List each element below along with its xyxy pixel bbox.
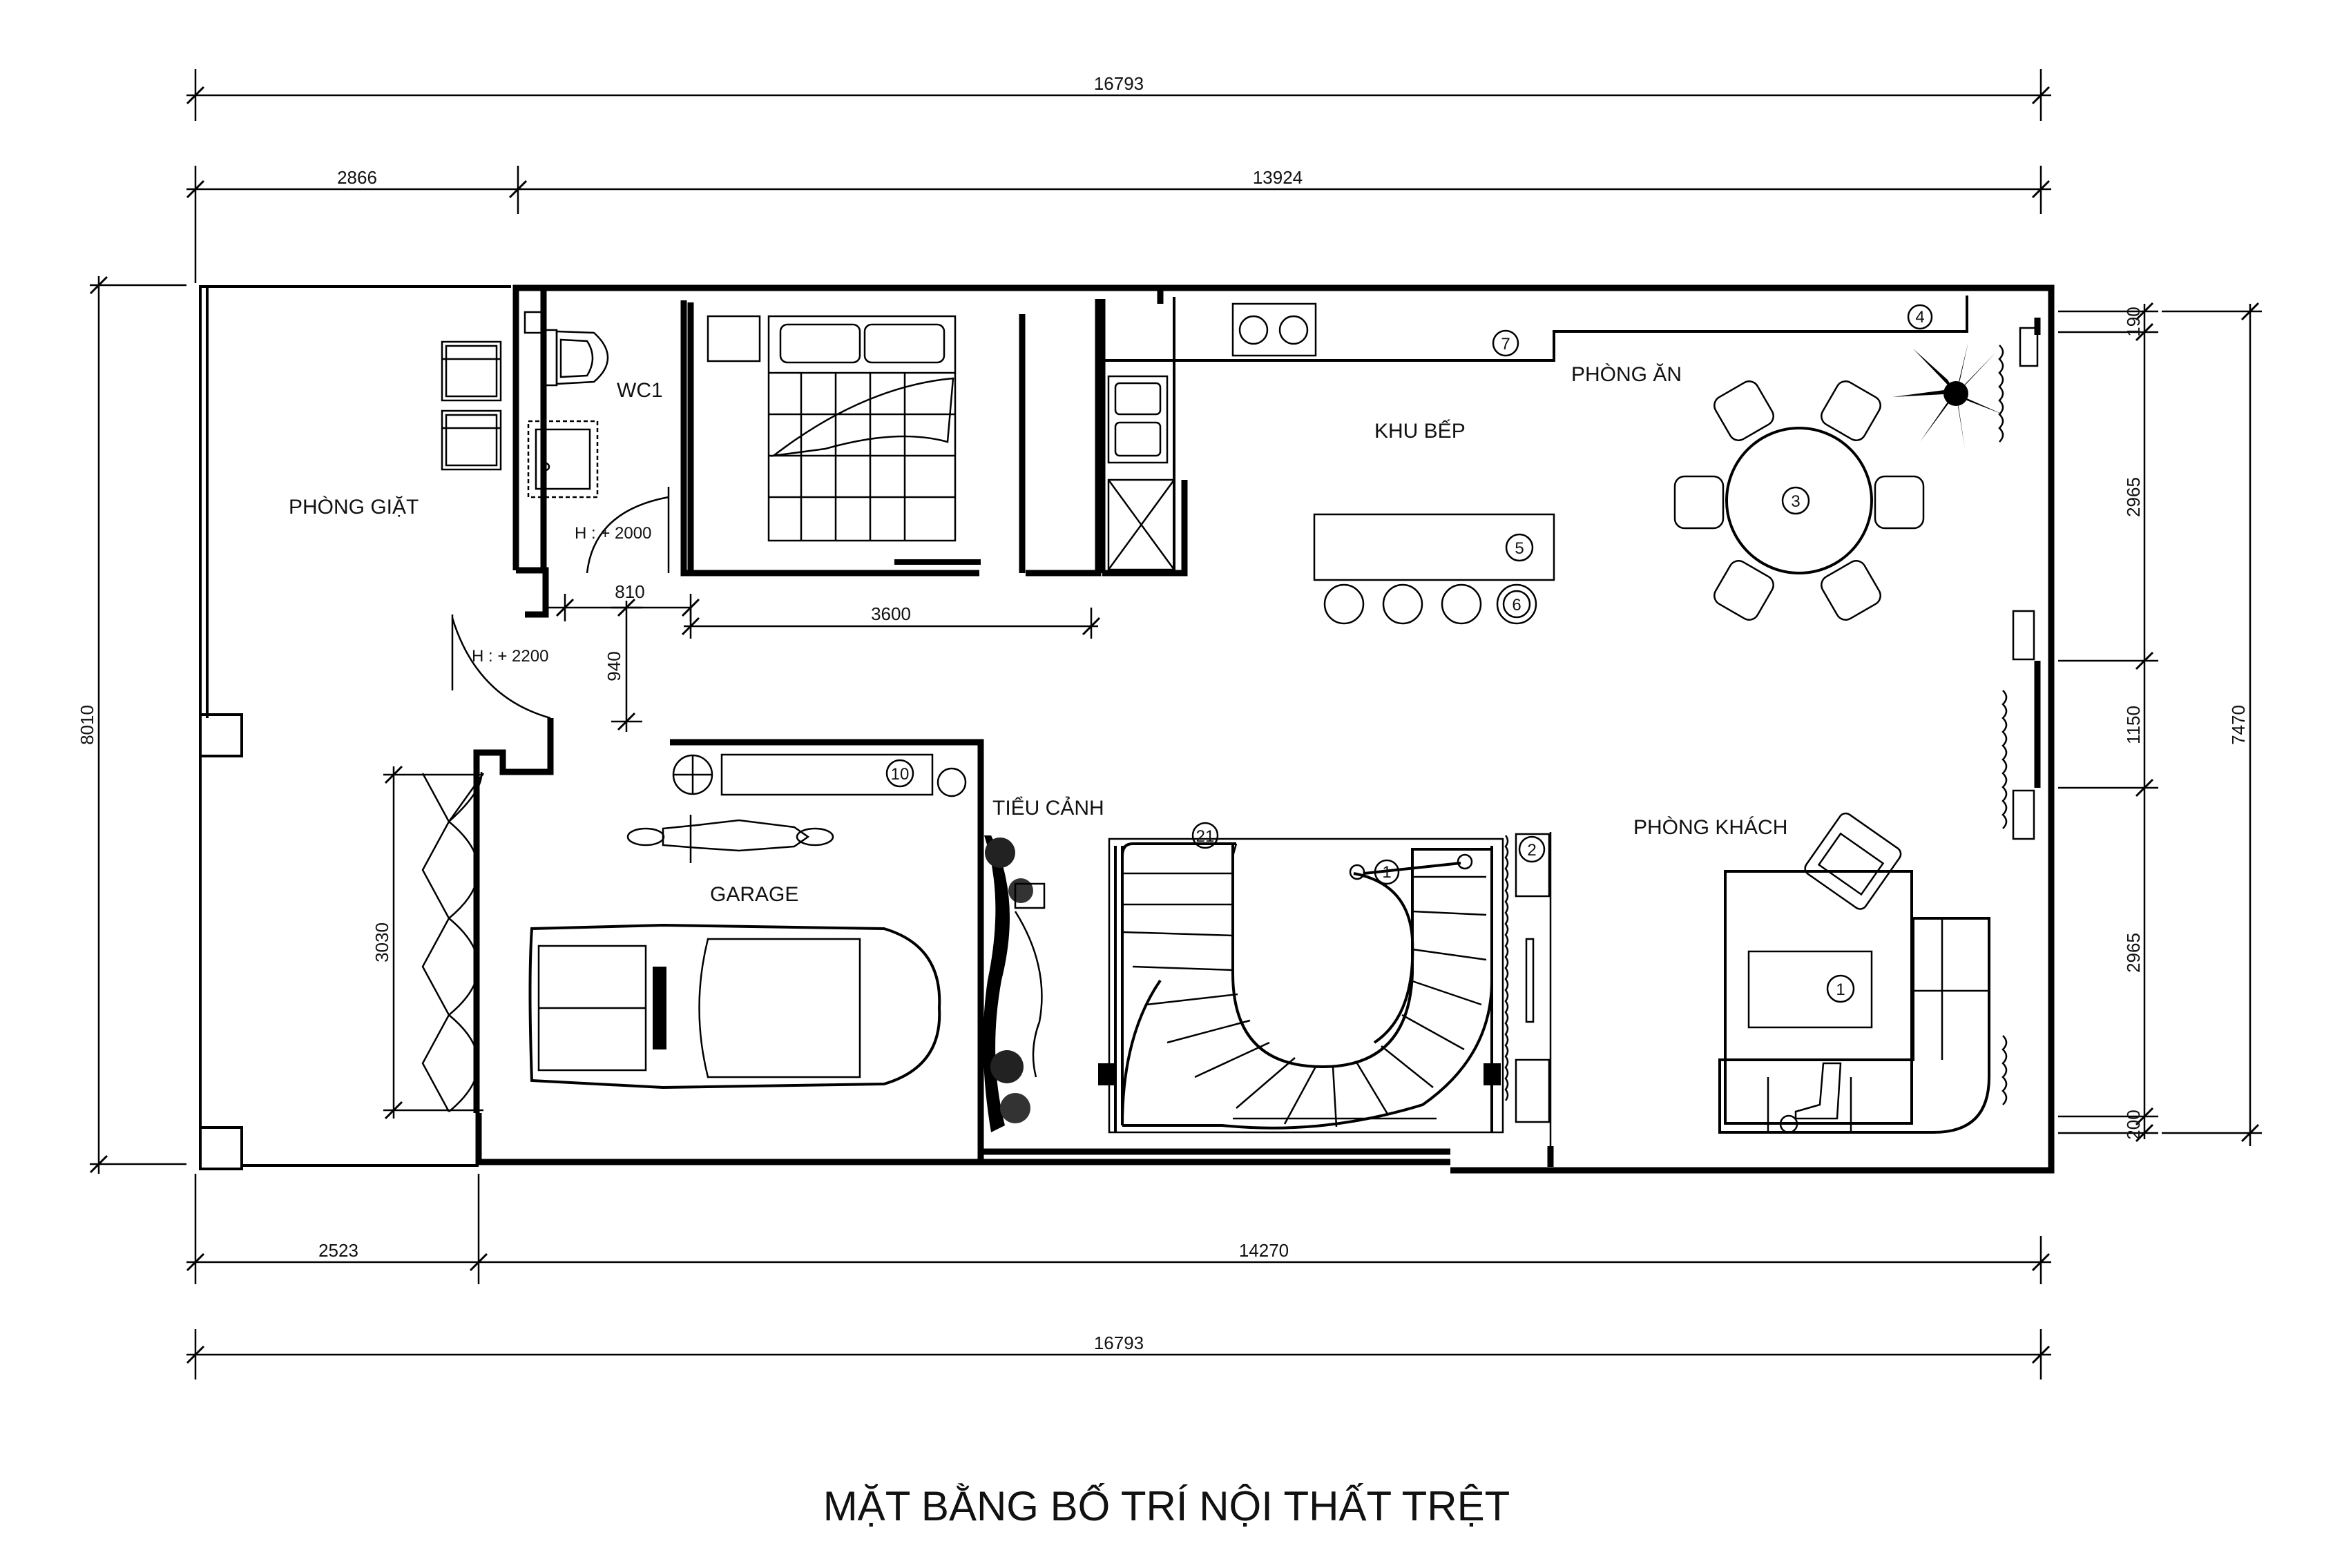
garage: [421, 614, 967, 1112]
label-laundry: PHÒNG GIẶT: [289, 496, 419, 519]
car-icon: [528, 923, 941, 1090]
washing-machine-icon: [441, 340, 502, 471]
marker-1-stairs: 1: [1382, 863, 1391, 882]
kitchen-island: [1313, 513, 1555, 581]
marker-1-living: 1: [1836, 980, 1845, 999]
label-dining: PHÒNG ĂN: [1571, 363, 1682, 386]
toilet-icon: [543, 329, 609, 387]
label-kitchen: KHU BẾP: [1374, 419, 1466, 443]
dim-bedroom-width: 3600: [871, 603, 911, 624]
drawing-title: MẶT BẰNG BỐ TRÍ NỘI THẤT TRỆT: [823, 1483, 1510, 1529]
stair-treads: [1122, 872, 1487, 1127]
bar-stools: [1323, 583, 1537, 625]
garden: [983, 835, 1046, 1132]
kitchen: [1102, 296, 1968, 625]
note-door-height: H : + 2200: [472, 647, 548, 666]
living-room: [1515, 812, 1990, 1146]
dim-bottom-left: 2523: [318, 1240, 358, 1261]
exterior-walls: [473, 284, 2055, 1174]
dim-right-5: 200: [2123, 1110, 2144, 1139]
marker-2: 2: [1527, 841, 1536, 860]
cooktop-icon: [1231, 302, 1317, 357]
armchair-icon: [1804, 812, 1902, 910]
spiral-staircase: [1098, 838, 1504, 1134]
dimension-lines: 16793 2866 13924 2523 14270 16793: [77, 69, 2262, 1380]
carpet: [1724, 870, 1913, 1125]
bedroom: [707, 315, 981, 565]
note-wc-height: H : + 2000: [575, 524, 651, 543]
plant-icon: [1892, 342, 2003, 449]
dim-garage-door: 3030: [372, 922, 392, 962]
dim-right-4: 2965: [2123, 933, 2144, 973]
dining-chairs: [1673, 380, 1925, 621]
dining-room: [1673, 342, 2003, 621]
wc-room: [524, 311, 670, 574]
bed-icon: [767, 315, 957, 542]
room-labels: PHÒNG GIẶT WC1 KHU BẾP PHÒNG ĂN GARAGE T…: [289, 363, 1787, 906]
fridge-icon: [1107, 478, 1175, 571]
sofa-icon: [1718, 917, 1990, 1134]
coffee-table-icon: [1747, 950, 1873, 1029]
dim-bottom-right: 14270: [1239, 1240, 1289, 1261]
window-trim: [1504, 327, 2039, 1105]
sink-icon: [1107, 375, 1169, 464]
label-garden: TIỂU CẢNH: [992, 796, 1104, 820]
dim-bottom-total: 16793: [1094, 1333, 1144, 1353]
dim-top-left: 2866: [337, 167, 377, 188]
dim-right-total: 7470: [2228, 705, 2249, 745]
shower-tray-icon: [527, 420, 599, 499]
dim-top-total: 16793: [1094, 73, 1144, 94]
label-wc: WC1: [617, 379, 663, 402]
dim-hall-depth: 940: [604, 651, 624, 681]
folding-door-icon: [421, 771, 485, 1112]
marker-7: 7: [1501, 335, 1510, 354]
marker-5: 5: [1515, 539, 1524, 558]
dim-left-total: 8010: [77, 705, 97, 745]
shelf: [720, 753, 934, 796]
dim-top-right: 13924: [1253, 167, 1303, 188]
motorbike-icon: [626, 815, 834, 863]
marker-6: 6: [1512, 596, 1521, 614]
item-markers: 1 1 2 3 4 5 6 7 10 21: [885, 304, 1933, 1003]
dim-right-1: 190: [2123, 307, 2144, 336]
potted-plant-icons: [672, 754, 967, 797]
marker-3: 3: [1791, 492, 1800, 511]
marker-10: 10: [891, 765, 910, 784]
marker-21: 21: [1196, 827, 1215, 846]
dining-table-icon: [1725, 427, 1873, 574]
person-icon: [1779, 1062, 1842, 1134]
dim-right-2: 2965: [2123, 477, 2144, 517]
dim-wc-door: 810: [615, 581, 644, 602]
dim-right-3: 1150: [2123, 706, 2144, 744]
laundry-room: [199, 285, 511, 1170]
label-living: PHÒNG KHÁCH: [1633, 816, 1787, 839]
label-garage: GARAGE: [710, 883, 798, 906]
marker-4: 4: [1915, 308, 1924, 327]
